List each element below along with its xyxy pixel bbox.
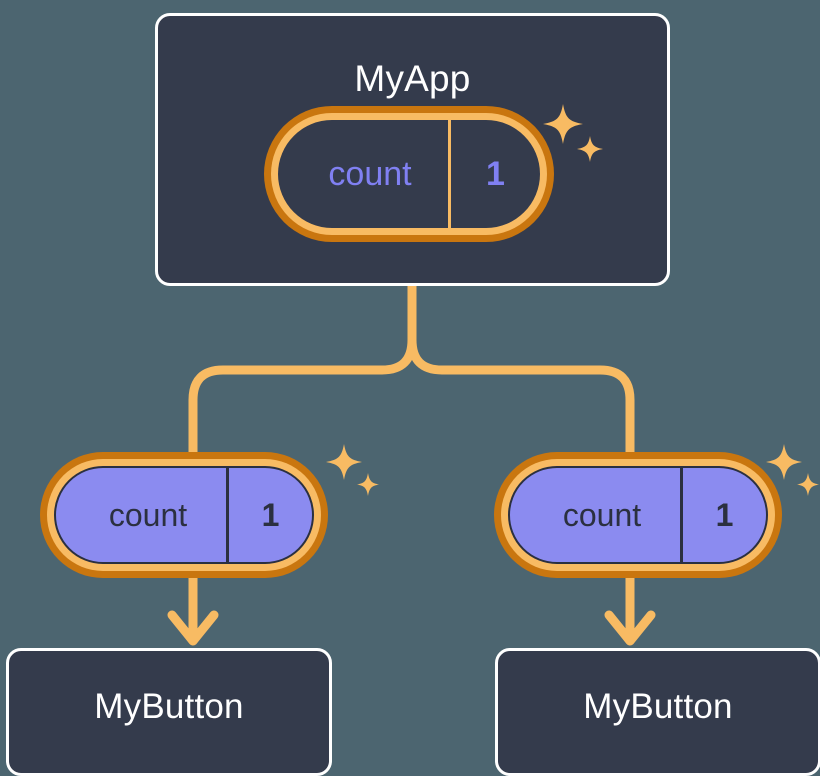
state-value-label: 1 bbox=[680, 468, 766, 562]
state-key-label: count bbox=[328, 154, 412, 193]
state-value-label: 1 bbox=[226, 468, 312, 562]
node-card-mybutton-2[interactable]: MyButton bbox=[495, 648, 820, 776]
state-pill-child-1[interactable]: count 1 bbox=[40, 452, 328, 578]
node-card-label: MyButton bbox=[94, 687, 244, 726]
state-pill-face: count 1 bbox=[278, 120, 540, 228]
state-pill-face: count 1 bbox=[508, 466, 768, 564]
page-title: MyApp bbox=[354, 58, 471, 99]
state-pill-inner-ring: count 1 bbox=[271, 113, 547, 235]
tree-branch-connector bbox=[188, 281, 635, 463]
state-value-label: 1 bbox=[448, 120, 540, 228]
state-key-label: count bbox=[562, 496, 642, 533]
state-pill-child-2[interactable]: count 1 bbox=[494, 452, 782, 578]
state-pill-inner-ring: count 1 bbox=[501, 459, 775, 571]
state-key-label: count bbox=[108, 496, 188, 533]
state-pill-inner-ring: count 1 bbox=[47, 459, 321, 571]
node-card-label: MyButton bbox=[583, 687, 733, 726]
node-card-mybutton-1[interactable]: MyButton bbox=[6, 648, 332, 776]
arrow-down-icon-right bbox=[604, 567, 656, 646]
state-pill-face: count 1 bbox=[54, 466, 314, 564]
arrow-down-icon-left bbox=[167, 567, 219, 646]
state-pill-root[interactable]: count 1 bbox=[264, 106, 554, 242]
